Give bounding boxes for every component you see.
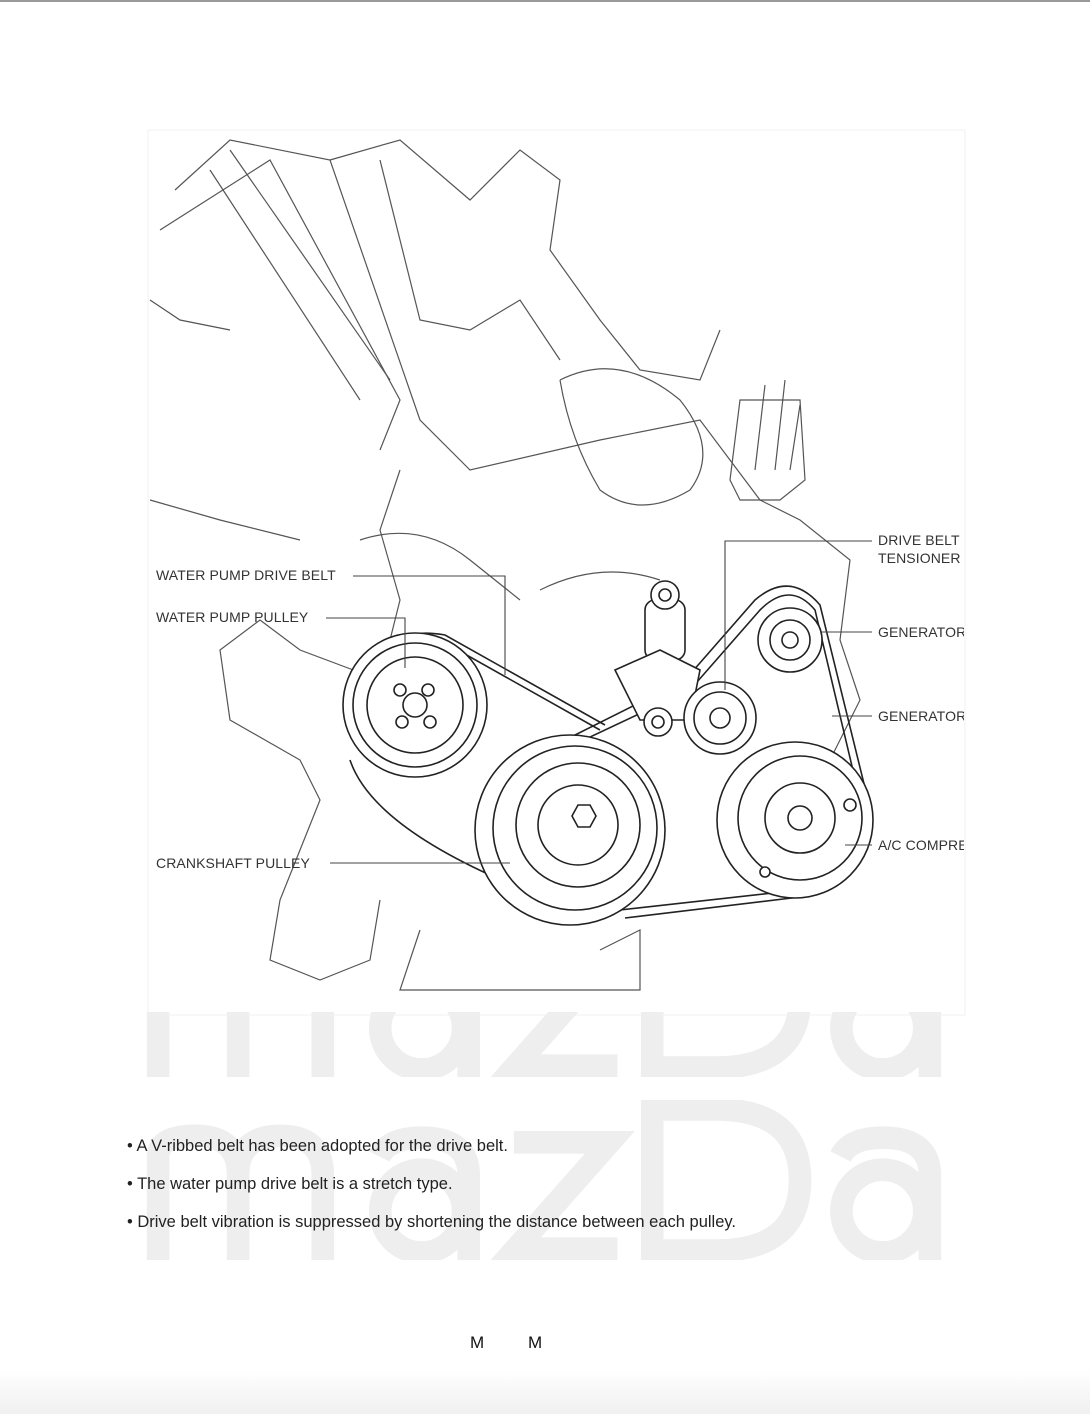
label-generator: GENERATOR [878,624,964,640]
tensioner [613,580,757,755]
label-crankshaft-pulley: CRANKSHAFT PULLEY [156,855,310,871]
label-drive-belt-tensioner-line2: TENSIONER [878,550,961,566]
label-drive-belt-tensioner-line1: DRIVE BELT [878,532,960,548]
water-pump-pulley [342,632,488,778]
bullet-item: • Drive belt vibration is suppressed by … [127,1213,736,1231]
bullet-list: • A V-ribbed belt has been adopted for t… [127,1137,736,1251]
footer-text: M [470,1333,485,1352]
generator-pulley [757,607,823,673]
ac-compressor-pulley [716,741,874,899]
label-generator-pulley: GENERATOR [878,708,964,724]
watermark-logo [138,1012,950,1077]
label-water-pump-drive-belt: WATER PUMP DRIVE BELT [156,567,336,583]
label-ac-compressor: A/C COMPRESSOR [878,837,964,853]
crankshaft-pulley [474,734,666,926]
label-water-pump-pulley: WATER PUMP PULLEY [156,609,309,625]
engine-outline [149,139,861,991]
watermark-logo [138,1100,950,1265]
bullet-item: • A V-ribbed belt has been adopted for t… [127,1137,508,1155]
engine-belt-diagram [147,129,966,1016]
leader-lines [326,540,872,864]
footer-text: M [528,1333,543,1352]
bottom-fade [0,1370,1090,1414]
diagram-frame [147,129,966,1016]
top-border [0,0,1090,2]
bullet-item: • The water pump drive belt is a stretch… [127,1175,453,1193]
